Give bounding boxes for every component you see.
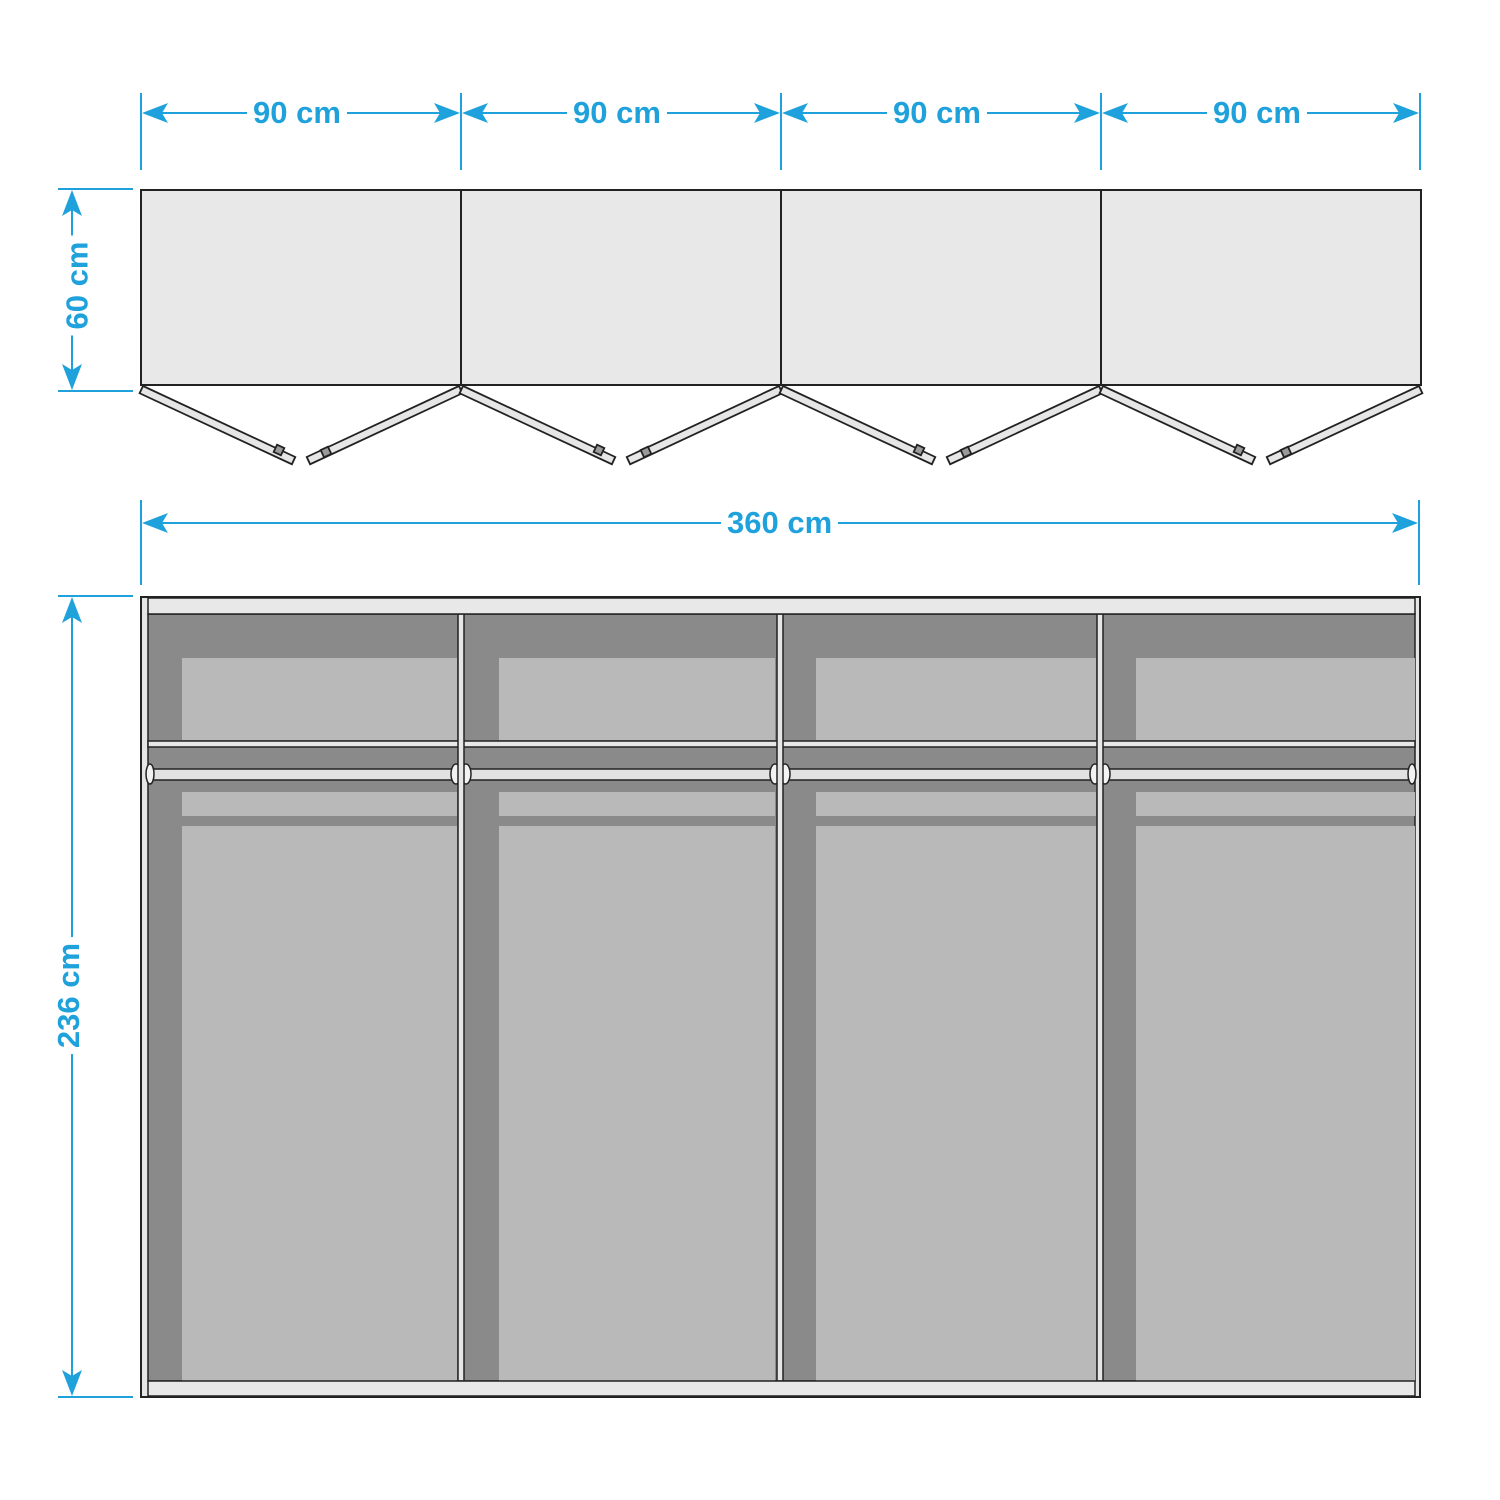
width-label-module-4: 90 cm — [1207, 97, 1307, 128]
width-label-module-2: 90 cm — [567, 97, 667, 128]
front-view-wardrobe — [140, 596, 1421, 1398]
total-width-label: 360 cm — [721, 507, 839, 538]
width-label-module-1: 90 cm — [247, 97, 347, 128]
top-view-plan — [140, 189, 1422, 386]
open-doors — [138, 384, 1424, 466]
height-label: 236 cm — [51, 936, 86, 1055]
depth-label: 60 cm — [59, 235, 94, 336]
width-label-module-3: 90 cm — [887, 97, 987, 128]
